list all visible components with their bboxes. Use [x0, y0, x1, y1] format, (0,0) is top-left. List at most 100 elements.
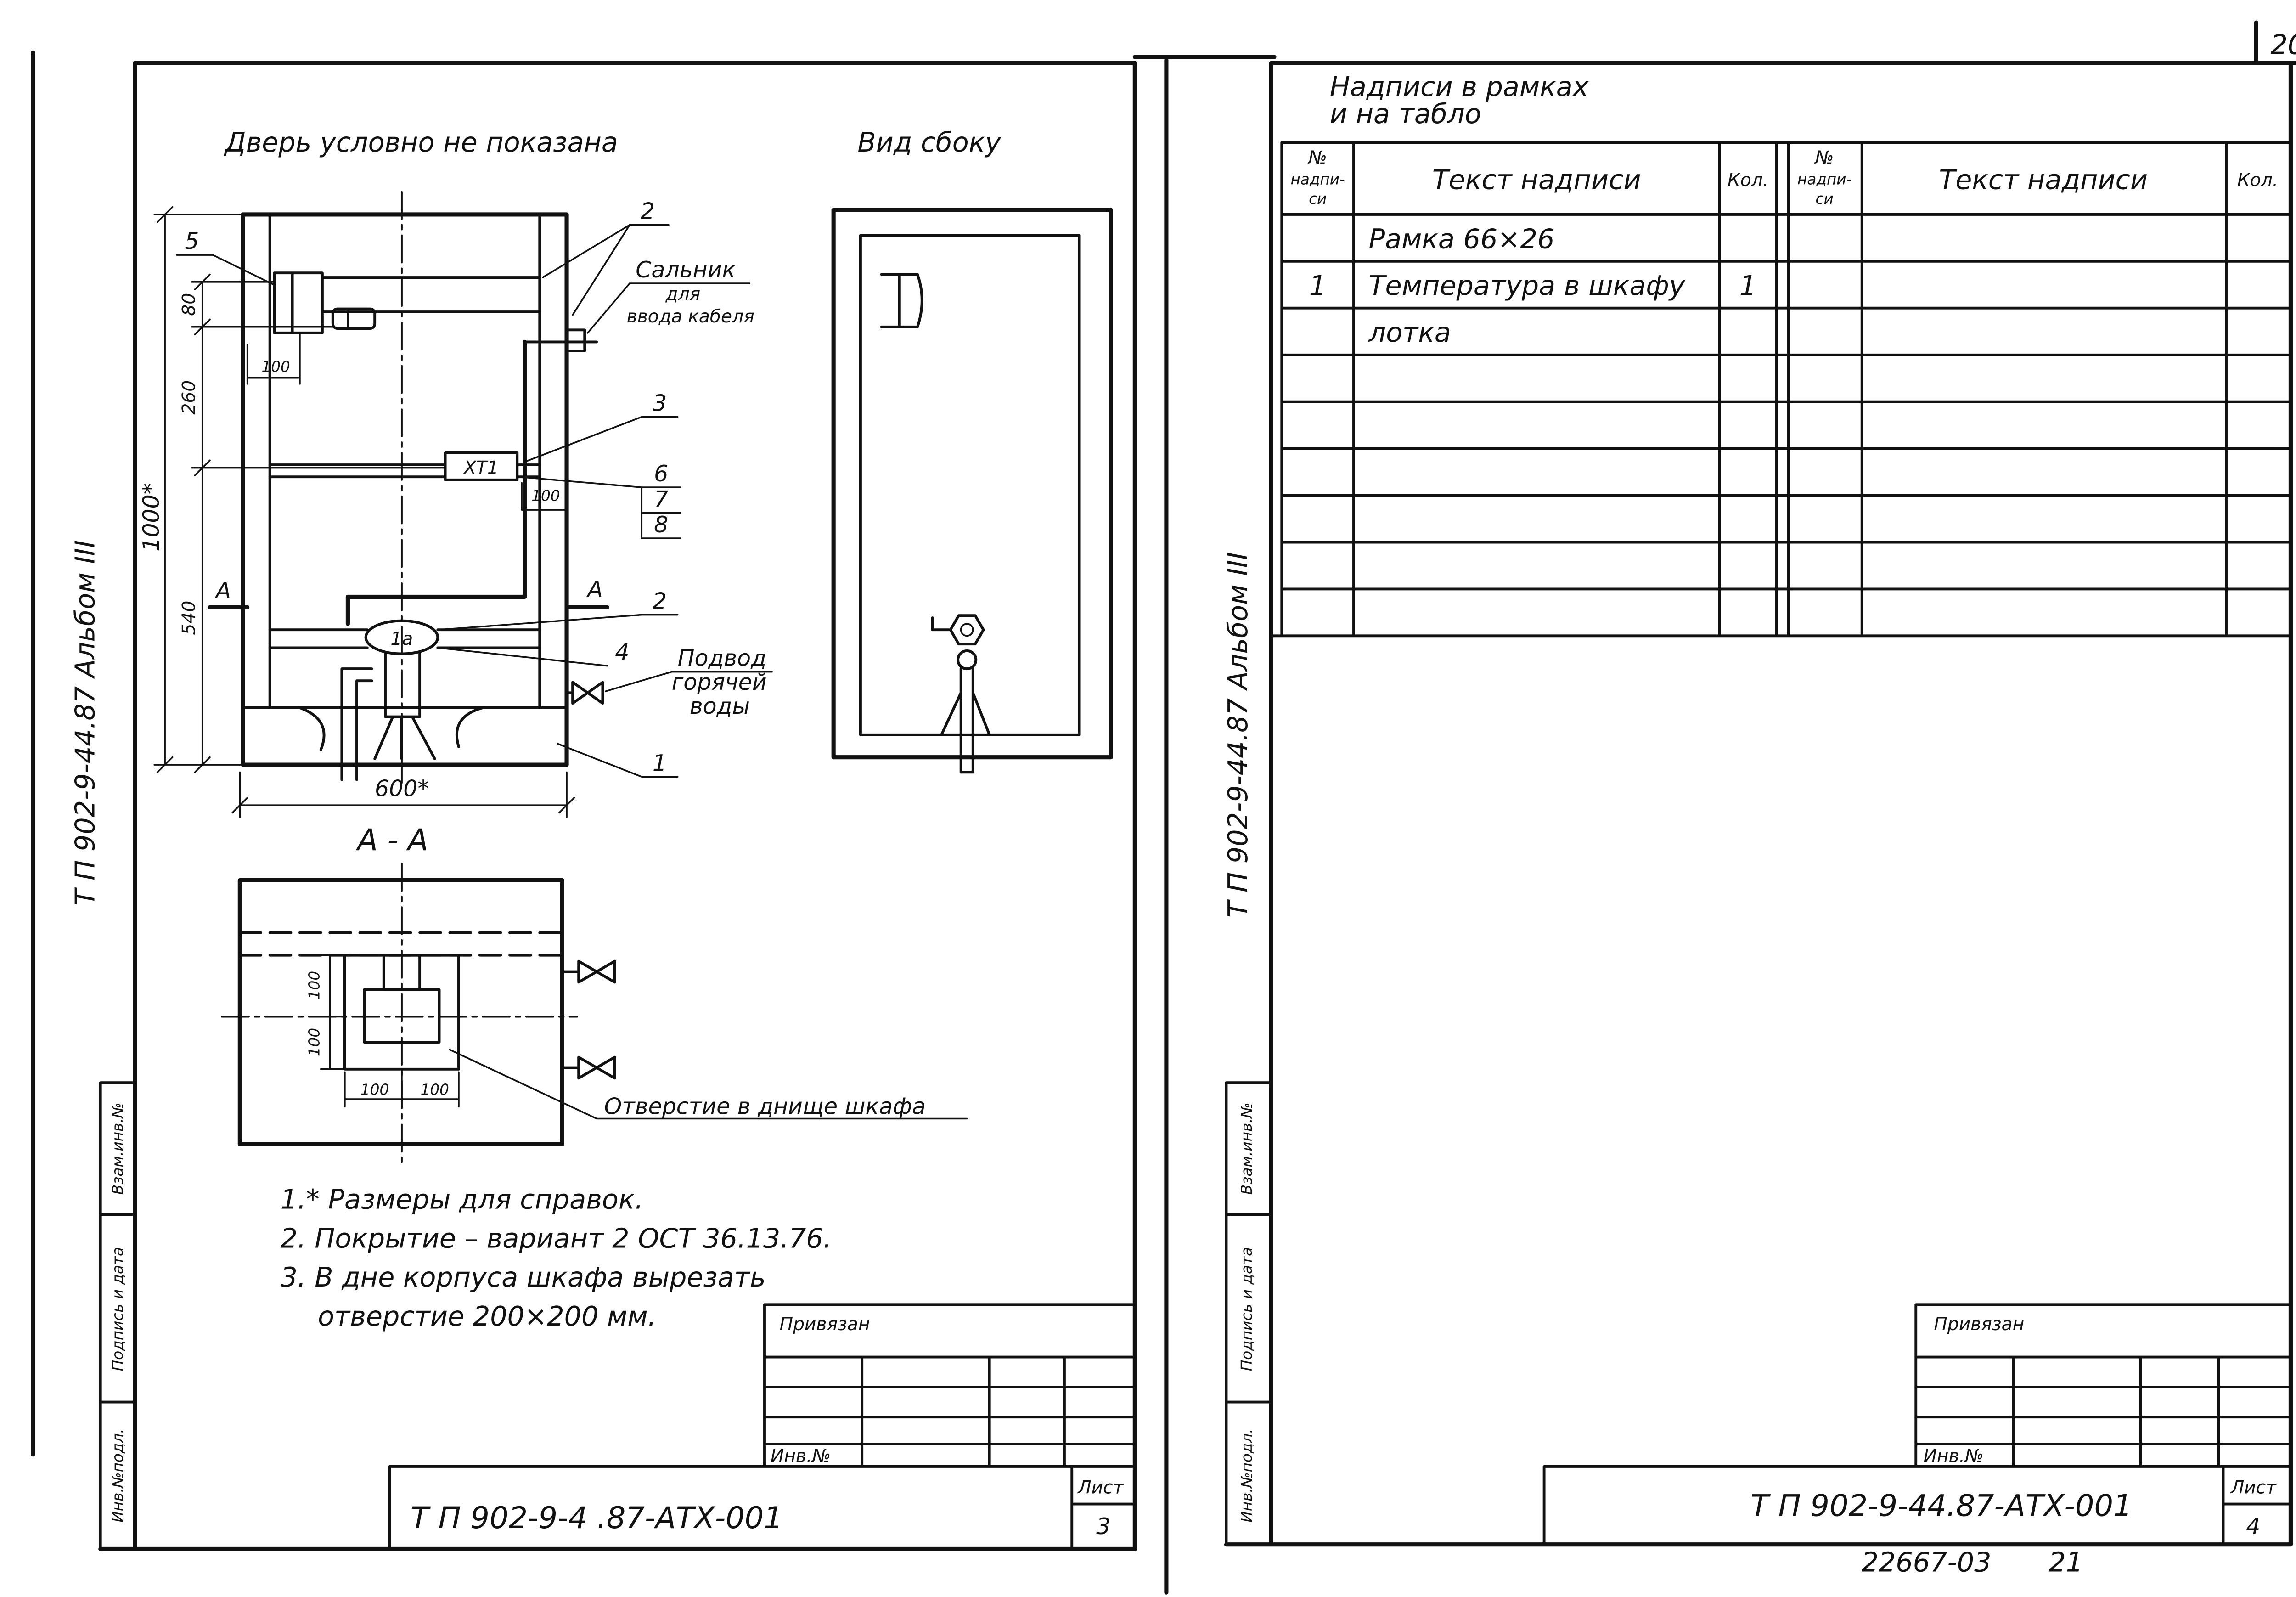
right-sheet: 20 Т П 902-9-44.87 Альбом III Взам.инв.№… [1132, 20, 2296, 1595]
small-terminal [331, 307, 377, 330]
cabinet-body [241, 212, 569, 767]
section-dim-h2: 100 [421, 1081, 449, 1098]
document-code: Т П 902-9-44.87-АТХ-001 [1750, 1489, 2133, 1524]
corner-page-number: 20 [2271, 29, 2296, 61]
dim-5-leader [176, 254, 276, 286]
hole-label: Отверстие в днище шкафа [604, 1094, 926, 1120]
callout-2-low: 2 [653, 588, 667, 615]
front-view-callouts: 2 Сальник для ввода кабеля 3 6 7 8 2 4 П… [437, 198, 773, 778]
valve-icon [565, 681, 604, 705]
stamp-inv-orig: Инв.№подл. [1238, 1428, 1255, 1522]
mounting-rails [268, 276, 541, 649]
sheet-frame [1224, 61, 2293, 1547]
stamp-sign-date: Подпись и дата [1238, 1247, 1255, 1371]
section-dim-v1: 100 [305, 971, 323, 999]
side-view-caption: Вид сбоку [857, 126, 1002, 158]
section-dimension-lines [320, 954, 460, 1108]
callout-3-leader [523, 416, 679, 463]
dim-1000: 1000* [138, 483, 164, 552]
approval-stamp-column: Взам.инв.№ Подпись и дата Инв.№подл. [99, 1081, 136, 1551]
table-cell-no: 1 [1309, 270, 1326, 301]
callout-2-low-leader [437, 614, 679, 631]
dim-80: 80 [179, 293, 199, 316]
left-sheet: Т П 902-9-44.87 Альбом III Взам.инв.№ По… [31, 50, 1137, 1552]
section-center-lines [221, 863, 578, 1163]
callout-678-leader [518, 476, 681, 539]
header-no-line2: надпи- [1291, 171, 1345, 188]
title-block-grid [1542, 1303, 2292, 1546]
stamp-sign-date: Подпись и дата [109, 1247, 127, 1371]
section-dim-h1: 100 [360, 1081, 389, 1098]
callout-1-leader [557, 743, 679, 778]
table-heading-line1: Надписи в рамках [1330, 71, 1589, 102]
callout-3: 3 [653, 390, 667, 417]
dim-260: 260 [179, 380, 199, 415]
side-bracket [880, 273, 923, 328]
hole-leader [449, 1049, 968, 1120]
cabinet-front-view: XT1 1а [241, 191, 604, 784]
dim-600: 600* [375, 776, 429, 802]
front-view-dimensions: 5 80 260 1000* 540 100 100 600* А А [138, 206, 609, 818]
table-header: № надпи- си Текст надписи Кол. № надпи- … [1291, 147, 2279, 208]
note-2: 2. Покрытие – вариант 2 ОСТ 36.13.76. [280, 1222, 832, 1254]
water-label-line1: Подвод [678, 645, 766, 672]
stamp-replace-inv: Взам.инв.№ [1238, 1102, 1255, 1195]
header-no2-line1: № [1814, 147, 1834, 168]
stamp-grid [99, 1081, 136, 1551]
header-text: Текст надписи [1432, 164, 1641, 195]
callout-2-top-leader [542, 224, 670, 316]
water-label-line3: воды [690, 693, 750, 719]
header-no2-line3: си [1816, 190, 1834, 208]
sensor-head-core [960, 623, 974, 637]
document-code: Т П 902-9-4 .87-АТХ-001 [411, 1501, 783, 1535]
sheet-label: Лист [1077, 1478, 1124, 1498]
cabinet-plinth [241, 706, 568, 751]
table-heading-line2: и на табло [1330, 98, 1481, 130]
item-5-bracket [273, 271, 324, 334]
gland-label-line2: для [665, 284, 701, 305]
side-title: Т П 902-9-44.87 Альбом III [1222, 552, 1254, 918]
table-row: лотка [1280, 306, 2292, 348]
edge-lines [2254, 20, 2296, 65]
inv-label: Инв.№ [771, 1446, 831, 1467]
header-text2: Текст надписи [1939, 164, 2148, 195]
bound-label: Привязан [780, 1314, 870, 1335]
callout-7: 7 [654, 486, 668, 513]
callout-6: 6 [654, 461, 668, 487]
callout-4-leader [437, 647, 608, 667]
gland-leader [586, 282, 751, 334]
stamp-replace-inv: Взам.инв.№ [109, 1102, 127, 1195]
sensor-joint [957, 649, 978, 671]
callout-8: 8 [654, 512, 668, 538]
note-1: 1.* Размеры для справок. [280, 1183, 643, 1215]
section-mark-left: А [214, 578, 231, 604]
dim-5: 5 [185, 228, 199, 254]
dim-100-xt: 100 [531, 487, 560, 504]
note-3: 3. В дне корпуса шкафа вырезать [280, 1261, 765, 1293]
header-no-line1: № [1307, 147, 1327, 168]
section-valve-icon-bottom [561, 1055, 616, 1080]
section-title: А - А [355, 823, 428, 858]
approval-stamp-column: Взам.инв.№ Подпись и дата Инв.№подл. [1225, 1081, 1273, 1546]
water-pipe [340, 667, 373, 781]
sheet-label: Лист [2230, 1478, 2277, 1498]
terminal-block-label: XT1 [463, 458, 499, 479]
callout-4: 4 [615, 639, 629, 666]
callout-1: 1 [653, 750, 667, 776]
title-block-grid [388, 1303, 1137, 1551]
archive-number: 22667-03 [1862, 1546, 1992, 1578]
callout-2-top: 2 [641, 198, 655, 225]
notes: 1.* Размеры для справок. 2. Покрытие – в… [280, 1183, 832, 1332]
cable-route [345, 339, 527, 626]
title-block-left: Привязан Инв.№ Т П 902-9-4 .87-АТХ-001 Л… [388, 1303, 1137, 1551]
cabinet-side-view [831, 208, 1113, 774]
dim-540: 540 [179, 601, 199, 635]
table-row: Рамка 66×26 [1369, 223, 1555, 254]
gland-label-line1: Сальник [636, 257, 736, 283]
title-block-right: Привязан Инв.№ Т П 902-9-44.87-АТХ-001 Л… [1542, 1303, 2292, 1546]
cabinet-inner-walls [268, 213, 541, 709]
table-cell-text: лотка [1368, 316, 1451, 348]
